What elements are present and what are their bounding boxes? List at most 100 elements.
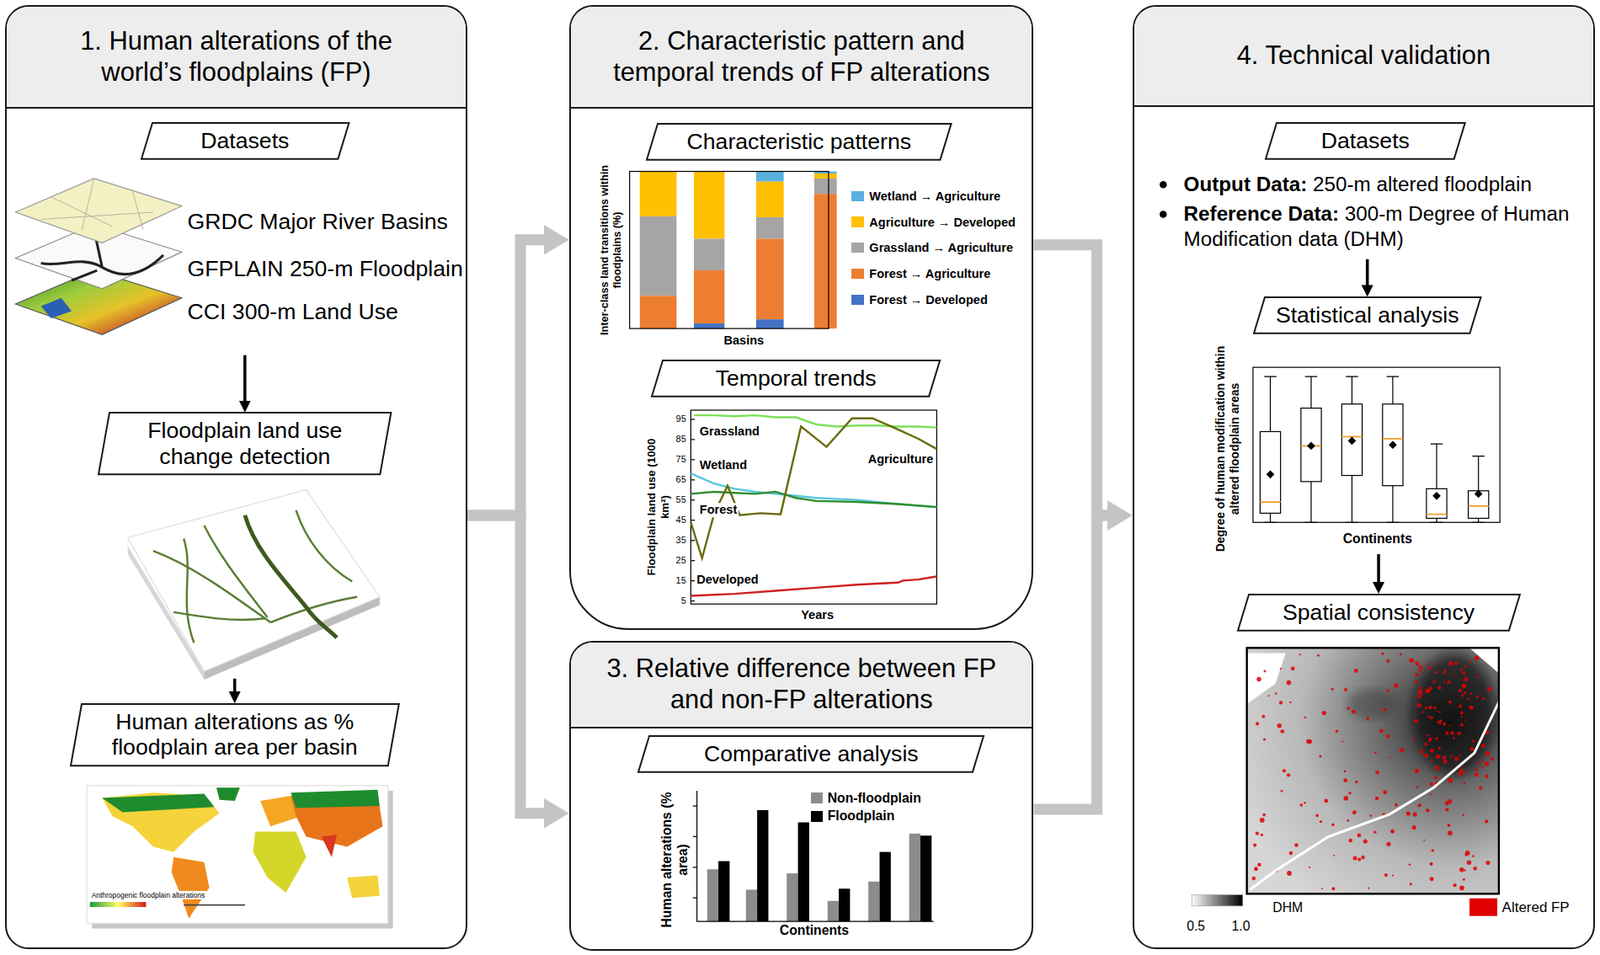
altered-fp-dot — [1255, 831, 1259, 835]
panel-title: 2. Characteristic pattern and temporal t… — [604, 26, 998, 88]
altered-fp-dot — [1418, 668, 1422, 672]
altered-fp-dot — [1343, 795, 1349, 801]
altered-fp-dot — [1379, 729, 1384, 734]
altered-fp-dot — [1399, 652, 1403, 656]
step-text: Datasets — [1321, 128, 1410, 155]
altered-fp-dot — [1472, 854, 1475, 858]
altered-fp-dot — [1429, 793, 1432, 795]
altered-fp-dot — [1421, 711, 1424, 714]
legend-item: Forest → Developed — [851, 293, 988, 307]
altered-fp-dot — [1321, 887, 1323, 890]
altered-fp-dot — [1448, 700, 1452, 704]
altered-fp-dot — [1406, 811, 1411, 816]
altered-fp-dot — [1418, 665, 1423, 669]
altered-fp-dot — [1464, 665, 1467, 668]
parallelogram-shape — [70, 704, 400, 766]
bar-segment — [814, 178, 838, 194]
altered-fp-dot — [1386, 734, 1390, 738]
altered-fp-dot — [1429, 716, 1434, 720]
chart-label: 35 — [674, 534, 688, 546]
altered-fp-dot — [1445, 730, 1449, 735]
legend-swatch — [851, 268, 865, 279]
dataset-layers — [15, 178, 182, 335]
world-map — [86, 785, 393, 929]
altered-fp-dot — [1461, 671, 1466, 675]
altered-fp-dot — [1469, 693, 1472, 696]
box — [1301, 376, 1322, 523]
box — [1259, 376, 1280, 523]
altered-fp-dot — [1485, 751, 1491, 757]
altered-fp-dot — [1429, 686, 1432, 688]
step-parallelogram: Characteristic patterns — [645, 122, 953, 161]
altered-fp-dot — [1424, 753, 1429, 758]
axis-tick — [690, 479, 695, 480]
altered-fp-dot — [1472, 866, 1478, 871]
box-part — [1348, 437, 1357, 446]
altered-fp-dot — [1254, 866, 1258, 870]
altered-fp-dot — [1415, 720, 1419, 723]
floodplain-change-map-part — [128, 490, 380, 672]
altered-fp-dot — [1263, 670, 1266, 673]
altered-fp-dot — [1438, 710, 1440, 713]
altered-fp-dot — [1461, 683, 1467, 689]
altered-fp-dot — [1482, 725, 1485, 727]
parallelogram-shape — [1253, 297, 1481, 334]
bar-segment — [693, 171, 725, 240]
bar — [827, 901, 839, 922]
bar-segment — [814, 193, 838, 329]
altered-fp-dot — [1447, 823, 1451, 827]
dhm-map-part-part — [1252, 652, 1494, 891]
line-chart-part — [690, 410, 937, 604]
altered-fp-dot — [1386, 688, 1390, 693]
altered-fp-dot — [1299, 803, 1303, 807]
altered-fp-dot — [1481, 743, 1486, 748]
section-panel: DatasetsStatistical analysisSpatial cons… — [1132, 5, 1595, 950]
altered-fp-dot — [1274, 692, 1278, 695]
chart-label: DHM — [1270, 900, 1305, 917]
step-parallelogram: Spatial consistency — [1237, 593, 1521, 632]
altered-fp-dot — [1317, 654, 1320, 657]
altered-fp-dot — [1333, 854, 1335, 857]
step-parallelogram: Datasets — [1264, 122, 1467, 160]
chart-label: CCI 300-m Land Use — [186, 298, 400, 326]
step-text: Characteristic patterns — [687, 128, 912, 155]
bar-segment — [756, 319, 784, 329]
altered-fp-dot — [1476, 675, 1479, 678]
altered-fp-dot — [1257, 863, 1261, 867]
step-parallelogram: Datasets — [140, 122, 350, 160]
chart-label: Continents — [1341, 530, 1414, 547]
altered-fp-dot — [1354, 668, 1359, 673]
chart-label: 15 — [674, 575, 688, 587]
box-part — [1426, 513, 1447, 516]
altered-fp-dot — [1484, 761, 1490, 767]
altered-fp-dot — [1308, 866, 1311, 869]
box-part — [1432, 491, 1441, 501]
bar — [920, 835, 932, 922]
bar — [798, 822, 810, 923]
legend-text: Altered FP — [1502, 898, 1570, 916]
altered-fp-dot — [1425, 808, 1430, 812]
axis-tick — [690, 560, 695, 561]
altered-fp-dot — [1481, 766, 1484, 769]
legend-text: Wetland → Agriculture — [869, 189, 1001, 203]
altered-fp-dot — [1259, 817, 1265, 823]
altered-fp-dot — [1429, 782, 1434, 786]
altered-fp-dot — [1349, 838, 1353, 843]
altered-fp-dot — [1413, 680, 1418, 684]
altered-fp-dot — [1392, 874, 1394, 877]
box — [1468, 456, 1489, 523]
bar — [718, 861, 730, 922]
axis-title: Degree of human modification within alte… — [1213, 332, 1242, 566]
altered-fp-dot — [1417, 703, 1422, 708]
chart-label: 25 — [674, 554, 688, 566]
altered-fp-dot — [1357, 857, 1361, 861]
altered-fp-dot — [1280, 667, 1282, 670]
bar-segment — [756, 181, 784, 218]
step-parallelogram: Comparative analysis — [637, 735, 985, 774]
altered-fp-dot — [1454, 756, 1459, 761]
box-part — [1468, 505, 1489, 507]
altered-fp-dot — [1461, 694, 1464, 698]
altered-fp-dot — [1417, 694, 1421, 699]
altered-fp-dot — [1408, 863, 1412, 866]
box-part — [1382, 404, 1403, 486]
